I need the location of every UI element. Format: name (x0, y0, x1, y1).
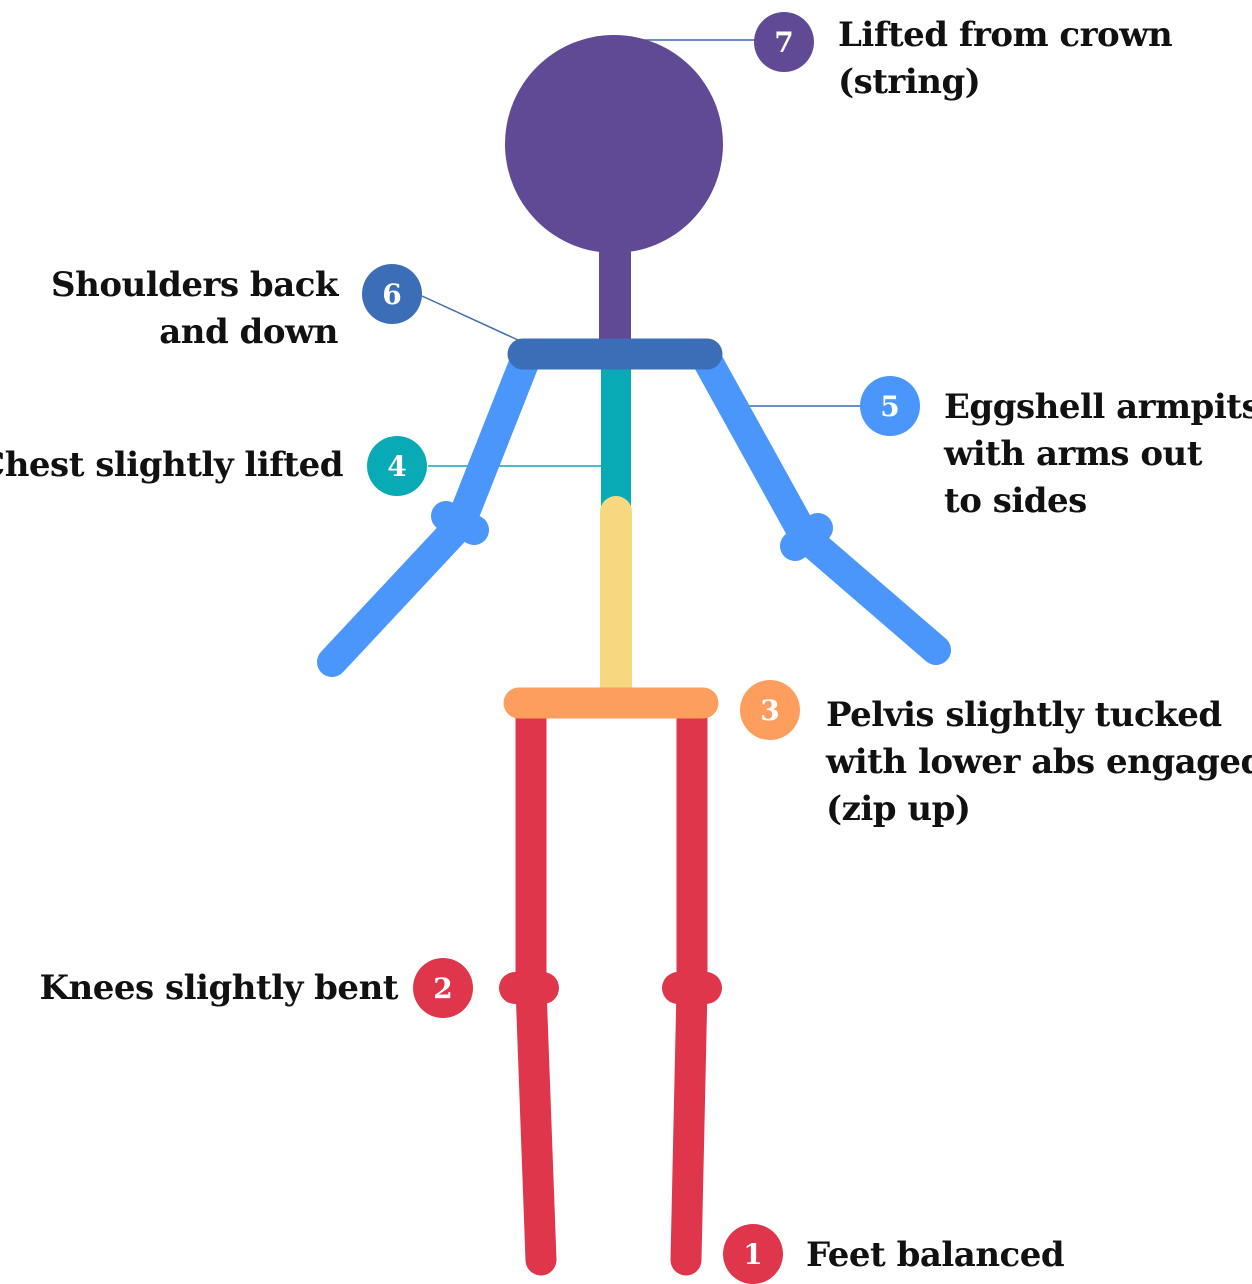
label-line: Chest slightly lifted (0, 442, 343, 489)
badge-feet: 1 (723, 1224, 783, 1284)
label-feet: Feet balanced (806, 1232, 1064, 1279)
label-line: Eggshell armpits (944, 384, 1252, 431)
badge-armpits: 5 (860, 376, 920, 436)
badge-chest: 4 (367, 436, 427, 496)
label-line: and down (51, 309, 338, 356)
label-line: Pelvis slightly tucked (826, 692, 1252, 739)
label-armpits: Eggshell armpits with arms out to sides (944, 384, 1252, 525)
label-line: (string) (838, 59, 1172, 106)
label-line: with arms out (944, 431, 1252, 478)
head (505, 35, 723, 253)
right-upper-arm (706, 358, 805, 537)
badge-number: 6 (382, 278, 401, 311)
left-forearm (332, 525, 460, 662)
badge-knees: 2 (413, 958, 473, 1018)
label-line: Feet balanced (806, 1232, 1064, 1279)
badge-number: 5 (880, 390, 899, 423)
badge-shoulders: 6 (362, 264, 422, 324)
label-line: (zip up) (826, 786, 1252, 833)
badge-number: 4 (387, 450, 406, 483)
left-upper-arm (460, 358, 526, 525)
badge-pelvis: 3 (740, 680, 800, 740)
right-elbow-joint (795, 528, 818, 546)
left-shin (531, 988, 541, 1260)
badge-number: 2 (433, 972, 452, 1005)
label-shoulders: Shoulders back and down (51, 262, 338, 356)
left-elbow-joint (446, 516, 474, 530)
label-line: with lower abs engaged (826, 739, 1252, 786)
badge-number: 3 (760, 694, 779, 727)
badge-crown: 7 (754, 12, 814, 72)
label-line: Knees slightly bent (39, 965, 398, 1012)
right-forearm (805, 537, 936, 650)
label-line: Shoulders back (51, 262, 338, 309)
badge-number: 7 (774, 26, 793, 59)
label-chest: Chest slightly lifted (0, 442, 343, 489)
label-pelvis: Pelvis slightly tucked with lower abs en… (826, 692, 1252, 833)
label-crown: Lifted from crown (string) (838, 12, 1172, 106)
leader-line-shoulders (422, 296, 518, 340)
label-line: Lifted from crown (838, 12, 1172, 59)
right-shin (686, 988, 692, 1260)
label-line: to sides (944, 478, 1252, 525)
label-knees: Knees slightly bent (39, 965, 398, 1012)
badge-number: 1 (743, 1238, 762, 1271)
